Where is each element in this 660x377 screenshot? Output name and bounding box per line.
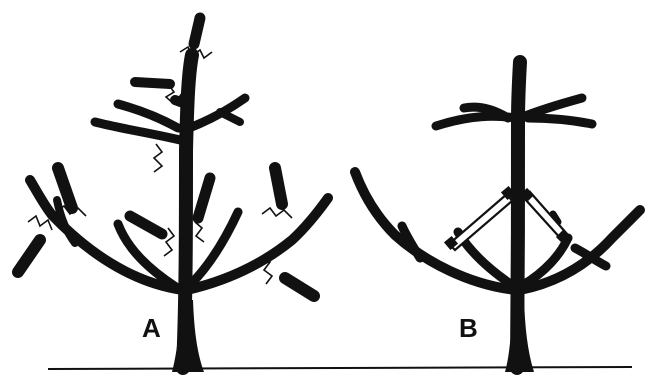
tree-a-cut-piece-upper-mid xyxy=(175,100,186,104)
tree-a-right-scaffold xyxy=(187,198,328,290)
tree-a-cut-piece-mid-right xyxy=(198,178,210,218)
tree-a-cut-piece-top xyxy=(194,18,200,44)
panel-a-label: A xyxy=(142,313,161,343)
tree-a-cut-piece-mid-left xyxy=(130,216,162,234)
tree-b-trunk-base xyxy=(505,300,534,372)
tree-b-upper-right-branch xyxy=(528,118,592,124)
tree-a-trunk-base xyxy=(172,300,204,372)
tree-a: A xyxy=(18,18,328,372)
tree-a-cut-piece-lower-left xyxy=(18,240,40,272)
tree-a-upper-left-branch xyxy=(118,104,178,128)
panel-b-label: B xyxy=(459,313,478,343)
tree-a-cut-mark-mid-right xyxy=(195,222,204,242)
tree-b-right-spreader xyxy=(520,188,570,244)
ground-line xyxy=(48,367,632,369)
tree-a-cut-piece-lower-right xyxy=(285,278,314,296)
tree-b: B xyxy=(355,62,640,372)
tree-a-cut-piece-right-upright xyxy=(275,168,282,204)
tree-a-cut-mark-right xyxy=(262,208,292,218)
tree-a-upper-right-stub xyxy=(220,112,240,122)
tree-b-left-spreader xyxy=(444,186,515,250)
tree-a-cut-mark-mid-left xyxy=(154,144,162,172)
tree-a-cut-piece-top-left xyxy=(135,82,170,84)
